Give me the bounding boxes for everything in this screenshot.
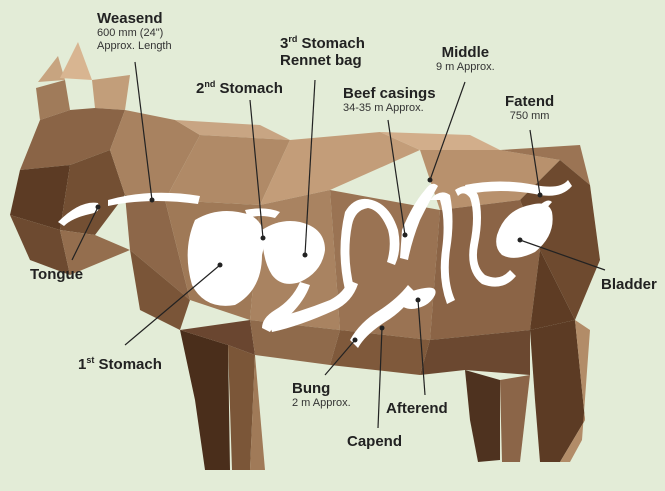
- label-bladder: Bladder: [601, 276, 657, 293]
- label-tongue: Tongue: [30, 266, 83, 283]
- middle-title: Middle: [436, 44, 495, 61]
- label-middle: Middle 9 m Approx.: [436, 44, 495, 74]
- weasend-title: Weasend: [97, 10, 172, 27]
- label-first-stomach: 1st Stomach: [78, 356, 162, 373]
- weasend-length: 600 mm (24"): [97, 27, 172, 40]
- second-stomach-title: 2nd Stomach: [196, 80, 283, 97]
- label-capend: Capend: [347, 433, 402, 450]
- label-third-stomach: 3rd Stomach Rennet bag: [280, 35, 365, 69]
- label-second-stomach: 2nd Stomach: [196, 80, 283, 97]
- rennet-bag-title: Rennet bag: [280, 52, 365, 69]
- fatend-title: Fatend: [505, 93, 554, 110]
- label-bung: Bung 2 m Approx.: [292, 380, 351, 410]
- cow-head: [10, 42, 130, 275]
- first-stomach-title: 1st Stomach: [78, 356, 162, 373]
- label-beef-casings: Beef casings 34-35 m Approx.: [343, 85, 436, 115]
- fatend-length: 750 mm: [505, 110, 554, 123]
- weasend-approx: Approx. Length: [97, 40, 172, 53]
- beef-casings-length: 34-35 m Approx.: [343, 102, 436, 115]
- middle-length: 9 m Approx.: [436, 61, 495, 74]
- label-afterend: Afterend: [386, 400, 448, 417]
- afterend-title: Afterend: [386, 400, 448, 417]
- bladder-title: Bladder: [601, 276, 657, 293]
- bung-length: 2 m Approx.: [292, 397, 351, 410]
- label-fatend: Fatend 750 mm: [505, 93, 554, 123]
- label-weasend: Weasend 600 mm (24") Approx. Length: [97, 10, 172, 53]
- third-stomach-title: 3rd Stomach: [280, 35, 365, 52]
- capend-title: Capend: [347, 433, 402, 450]
- tongue-title: Tongue: [30, 266, 83, 283]
- bung-title: Bung: [292, 380, 351, 397]
- beef-casings-title: Beef casings: [343, 85, 436, 102]
